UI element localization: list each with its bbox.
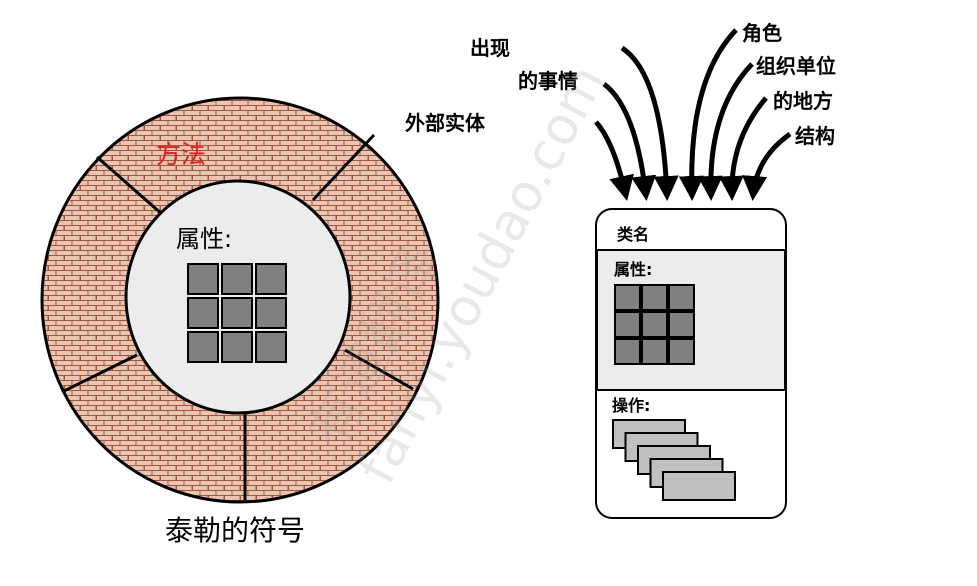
methods-label: 方法 — [156, 140, 206, 169]
class-attributes-label: 属性: — [614, 260, 652, 279]
arrow-structures — [742, 131, 792, 201]
source-label-organizational-units: 组织单位 — [756, 54, 836, 78]
core-attributes-label: 属性: — [176, 225, 232, 253]
caption: 泰勒的符号 — [165, 514, 305, 547]
source-label-places: 的地方 — [773, 89, 833, 113]
attribute-cell — [614, 338, 641, 365]
attribute-cell — [255, 331, 287, 363]
attribute-grid — [187, 263, 287, 363]
source-label-occurrences: 出现 — [470, 36, 510, 60]
operations-label: 操作: — [612, 396, 650, 415]
attribute-cell — [221, 297, 253, 329]
attribute-cell — [668, 284, 695, 311]
class-name-label: 类名 — [617, 225, 649, 244]
arrow-occurrences — [620, 45, 679, 201]
attribute-cell — [187, 297, 219, 329]
arrow-places — [718, 96, 768, 201]
attribute-cell — [221, 263, 253, 295]
attribute-cell — [255, 297, 287, 329]
taylor-notation: 方法 属性: 泰勒的符号 — [40, 96, 440, 547]
attribute-cell — [221, 331, 253, 363]
attribute-cell — [641, 338, 668, 365]
source-label-external-entities: 外部实体 — [405, 111, 486, 135]
attribute-cell — [641, 284, 668, 311]
attribute-cell — [668, 311, 695, 338]
ring-segment-dividers — [61, 133, 414, 500]
attribute-cell — [187, 263, 219, 295]
attribute-cell — [614, 311, 641, 338]
attribute-cell — [255, 263, 287, 295]
source-label-roles: 角色 — [742, 21, 782, 45]
class-attribute-grid — [614, 284, 695, 365]
attribute-cell — [614, 284, 641, 311]
arrow-roles — [678, 28, 738, 201]
arrow-external-entities — [594, 120, 634, 201]
source-label-things: 的事情 — [518, 69, 578, 93]
class-box: 类名 属性: 操作: — [595, 208, 787, 519]
attribute-cell — [641, 311, 668, 338]
attribute-cell — [187, 331, 219, 363]
operation-card — [662, 471, 736, 501]
arrow-organizational-units — [697, 62, 754, 201]
arrow-things — [602, 82, 657, 201]
source-arrows — [594, 28, 792, 201]
source-labels: 出现 的事情 外部实体 角色 组织单位 的地方 结构 — [405, 21, 836, 148]
operation-cards — [612, 419, 736, 501]
source-label-structures: 结构 — [795, 124, 835, 148]
attribute-cell — [668, 338, 695, 365]
